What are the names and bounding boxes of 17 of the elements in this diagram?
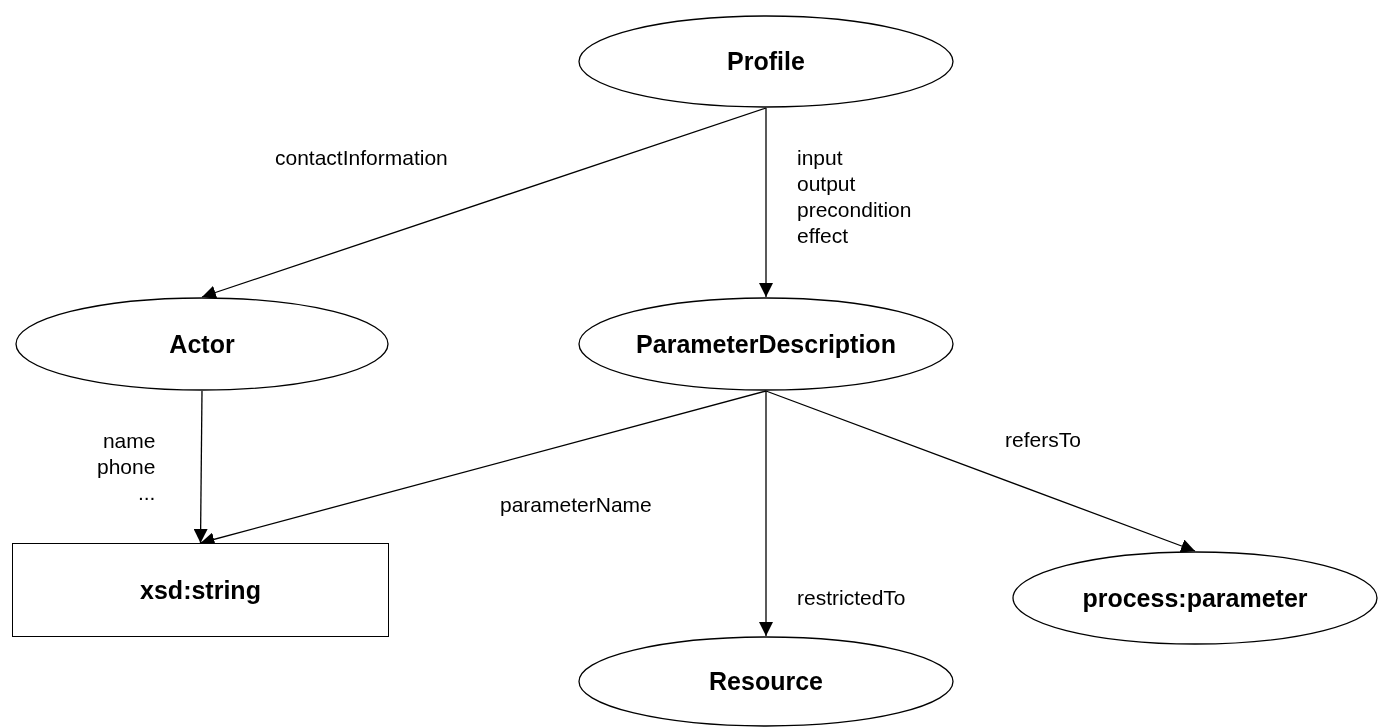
node-label: Profile [727, 47, 805, 76]
arrow [201, 107, 767, 300]
node-label: xsd:string [140, 575, 261, 605]
arrow [193, 390, 208, 544]
class-ellipse [15, 297, 389, 391]
arrow [759, 107, 773, 298]
node-label: ParameterDescription [636, 329, 896, 359]
class-ellipse [578, 636, 954, 727]
class-ellipse [578, 15, 954, 108]
arrow [765, 390, 1196, 553]
class-box [12, 543, 389, 637]
node-label: Resource [709, 667, 823, 696]
arrow [759, 390, 773, 637]
class-ellipse [1012, 551, 1378, 645]
node-label: process:parameter [1082, 583, 1308, 613]
class-ellipse [578, 297, 954, 391]
node-label: Actor [169, 329, 235, 359]
